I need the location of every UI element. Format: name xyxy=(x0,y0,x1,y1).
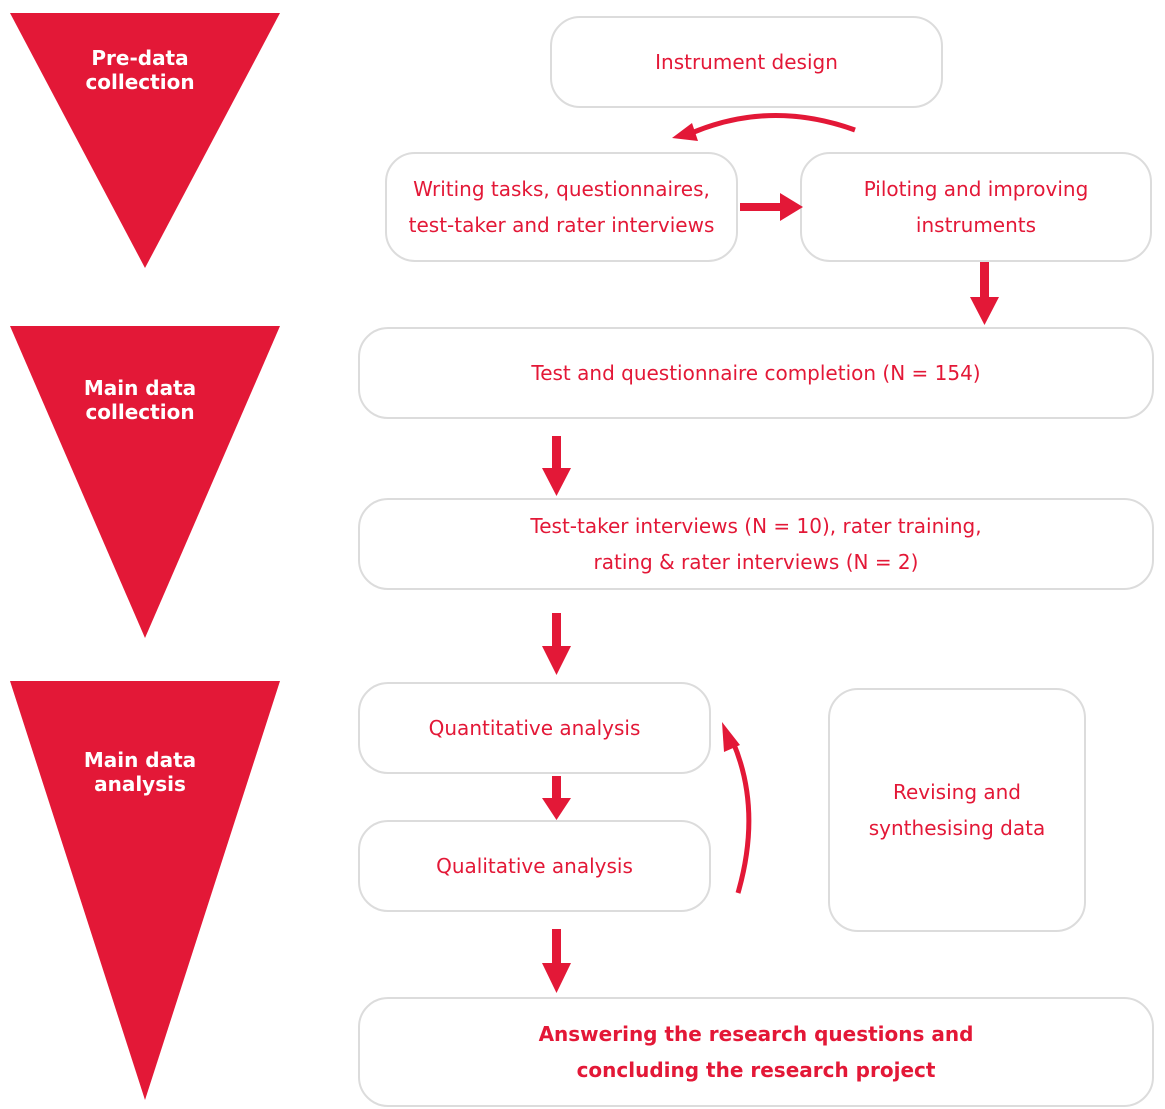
phase-label-line: collection xyxy=(85,70,195,94)
arrow-head xyxy=(542,468,571,496)
step-revising-synthesising: Revising and synthesising data xyxy=(828,688,1086,932)
phase-label-line: Main data xyxy=(83,376,197,400)
step-label-line: rating & rater interviews (N = 2) xyxy=(593,550,919,574)
step-label: Qualitative analysis xyxy=(436,854,633,878)
step-writing-tasks: Writing tasks, questionnaires, test-take… xyxy=(385,152,738,262)
arrow-design-to-writing xyxy=(693,113,856,135)
arrow-interviews-to-quantitative xyxy=(552,613,561,648)
arrow-piloting-to-test xyxy=(980,262,989,299)
phase-label-line: analysis xyxy=(94,772,186,796)
step-qualitative-analysis: Qualitative analysis xyxy=(358,820,711,912)
arrow-qualitative-to-quantitative xyxy=(730,741,752,894)
step-interviews: Test-taker interviews (N = 10), rater tr… xyxy=(358,498,1154,590)
step-piloting: Piloting and improving instruments xyxy=(800,152,1152,262)
arrow-head xyxy=(780,193,803,221)
arrow-writing-to-piloting xyxy=(740,203,782,211)
step-test-completion: Test and questionnaire completion (N = 1… xyxy=(358,327,1154,419)
step-instrument-design: Instrument design xyxy=(550,16,943,108)
step-label-line: Answering the research questions and xyxy=(538,1022,974,1046)
arrow-head xyxy=(542,963,571,993)
phase-label-line: Main data xyxy=(83,748,197,772)
arrow-head xyxy=(722,722,740,752)
main-data-collection-triangle xyxy=(10,326,280,638)
step-answering-research-questions: Answering the research questions and con… xyxy=(358,997,1154,1107)
step-label-line: instruments xyxy=(915,213,1037,237)
arrow-head xyxy=(672,123,698,141)
step-label-line: Revising and xyxy=(892,780,1021,804)
step-label: Instrument design xyxy=(655,50,838,74)
phase-label-pre-data-collection: Pre-data collection xyxy=(50,46,230,94)
step-quantitative-analysis: Quantitative analysis xyxy=(358,682,711,774)
arrow-qualitative-to-answering xyxy=(552,929,561,965)
step-label-line: concluding the research project xyxy=(576,1058,936,1082)
step-label-line: test-taker and rater interviews xyxy=(408,213,715,237)
arrow-head xyxy=(970,297,999,325)
arrow-test-to-interviews xyxy=(552,436,561,470)
step-label-line: Test-taker interviews (N = 10), rater tr… xyxy=(530,514,982,538)
phase-label-main-data-analysis: Main data analysis xyxy=(50,748,230,796)
arrow-head xyxy=(542,646,571,675)
step-label-line: synthesising data xyxy=(868,816,1046,840)
phase-label-line: Pre-data xyxy=(91,46,189,70)
step-label-line: Piloting and improving xyxy=(863,177,1089,201)
phase-label-main-data-collection: Main data collection xyxy=(50,376,230,424)
main-data-analysis-triangle xyxy=(10,681,280,1100)
step-label: Quantitative analysis xyxy=(428,716,641,740)
arrow-head xyxy=(542,798,571,820)
arrow-quantitative-to-qualitative xyxy=(552,776,561,800)
step-label-line: Writing tasks, questionnaires, xyxy=(413,177,710,201)
pre-data-collection-triangle xyxy=(10,13,280,268)
step-label: Test and questionnaire completion (N = 1… xyxy=(531,361,981,385)
phase-label-line: collection xyxy=(85,400,195,424)
